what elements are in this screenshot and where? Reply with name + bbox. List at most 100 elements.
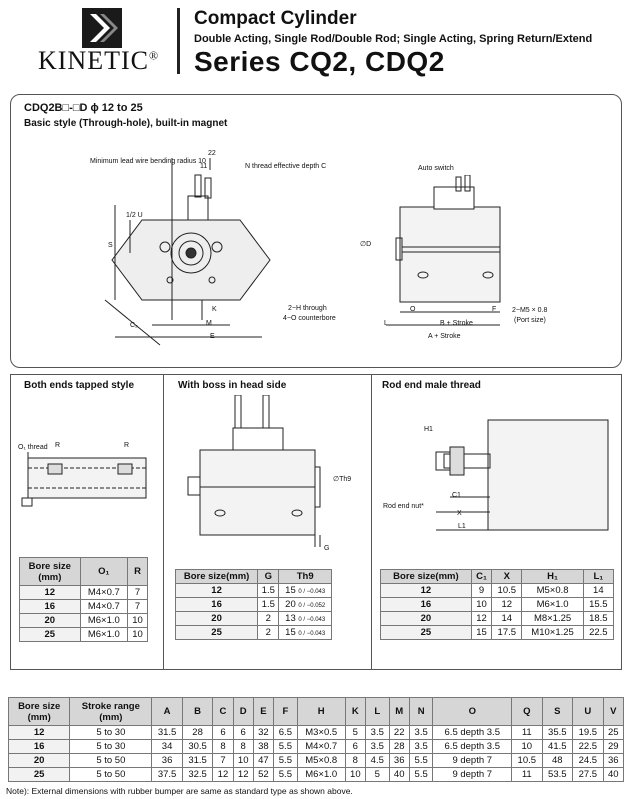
dim-22-label: 22 [208, 150, 216, 157]
auto-switch-label: Auto switch [418, 165, 454, 172]
section-c-title: Rod end male thread [382, 380, 481, 391]
cell: 1.5 [257, 583, 280, 598]
header-col: D [232, 697, 254, 726]
boss-head-drawing [187, 395, 321, 547]
series-title: Series CQ2, CDQ2 [194, 46, 445, 77]
cell: 36 [602, 753, 625, 768]
cell: M8×1.25 [521, 611, 584, 626]
cell: M6×1.0 [521, 597, 584, 612]
cell: 6.5 depth 3.5 [432, 725, 513, 740]
cell: 18.5 [582, 611, 615, 626]
cell: M10×1.25 [521, 625, 584, 640]
cell: 8 [344, 753, 366, 768]
x-label: X [457, 510, 462, 517]
e-label: E [210, 333, 215, 340]
cell: 9 depth 7 [432, 767, 513, 782]
o-label: O [410, 306, 416, 313]
cell: 6.5 depth 3.5 [432, 739, 513, 754]
cell: 7 [212, 753, 234, 768]
header-bore: Bore size(mm) [174, 569, 259, 584]
cell: 12 [7, 725, 71, 740]
cell: 28 [388, 739, 410, 754]
cell: 41.5 [541, 739, 574, 754]
b-stroke-label: B + Stroke [440, 320, 473, 327]
cell: 25 [7, 767, 71, 782]
cell: 19.5 [572, 725, 604, 740]
cell: 15 [470, 625, 493, 640]
header-col: H [296, 697, 346, 726]
kinetic-logo [82, 8, 122, 48]
cell: 20 [174, 611, 259, 626]
n-thread-label: N thread effective depth C [245, 163, 327, 170]
header-col: Stroke range (mm) [69, 697, 153, 726]
cell: 25 [19, 627, 81, 642]
cell: 25 [380, 625, 472, 640]
header-col: M [388, 697, 410, 726]
header-col: Bore size (mm) [7, 697, 71, 726]
cell: 22.5 [572, 739, 604, 754]
cell: 7 [127, 585, 148, 600]
cell: M3×0.5 [296, 725, 346, 740]
cell: 5 to 30 [69, 725, 153, 740]
d-label: ∅D [360, 241, 372, 248]
cell: 48 [541, 753, 574, 768]
cell: 10 [232, 753, 254, 768]
cell: 10.5 [491, 583, 523, 598]
cell: 5.5 [408, 767, 434, 782]
cell: 20 0 / −0.052 [278, 597, 332, 612]
min-lead-label: Minimum lead wire bending radius 10 [90, 158, 206, 165]
cell: 22 [388, 725, 410, 740]
header-c1: C₁ [470, 569, 493, 584]
variants-divider-2 [371, 374, 372, 670]
variants-frame [10, 374, 622, 670]
header-g: G [257, 569, 280, 584]
rod-end-drawing [435, 419, 609, 531]
cell: 40 [602, 767, 625, 782]
cell: 6 [232, 725, 254, 740]
cell: 5.5 [273, 753, 298, 768]
cell: 9 depth 7 [432, 753, 513, 768]
cell: 16 [19, 599, 81, 614]
cell: 32 [252, 725, 275, 740]
header-col: K [344, 697, 366, 726]
cell: 5 to 50 [69, 767, 153, 782]
cell: 40 [388, 767, 410, 782]
header-col: B [181, 697, 214, 726]
variants-divider-1 [163, 374, 164, 670]
header-col: S [541, 697, 574, 726]
main-drawing-frame [10, 94, 622, 368]
cell: M5×0.8 [521, 583, 584, 598]
dim-11-label: 11 [200, 163, 208, 170]
cell: 12 [380, 583, 472, 598]
cell: 34 [151, 739, 183, 754]
four-o-label: 4−O counterbore [283, 315, 336, 322]
side-view-drawing [386, 175, 501, 326]
cell: 6.5 [273, 725, 298, 740]
l-label: L [384, 320, 388, 327]
o-thread-label: O₁ thread [18, 444, 48, 451]
cell: 36 [151, 753, 183, 768]
brand-name: KINETIC® [38, 46, 160, 75]
cell: 5.5 [408, 753, 434, 768]
cell: 47 [252, 753, 275, 768]
cell: 10 [511, 739, 543, 754]
h1-label: H1 [424, 426, 433, 433]
cell: 16 [174, 597, 259, 612]
cell: 2 [257, 625, 280, 640]
cell: 12 [491, 597, 523, 612]
cell: 12 [19, 585, 81, 600]
cell: 8 [212, 739, 234, 754]
cell: 4.5 [364, 753, 390, 768]
cell: 11 [511, 767, 543, 782]
